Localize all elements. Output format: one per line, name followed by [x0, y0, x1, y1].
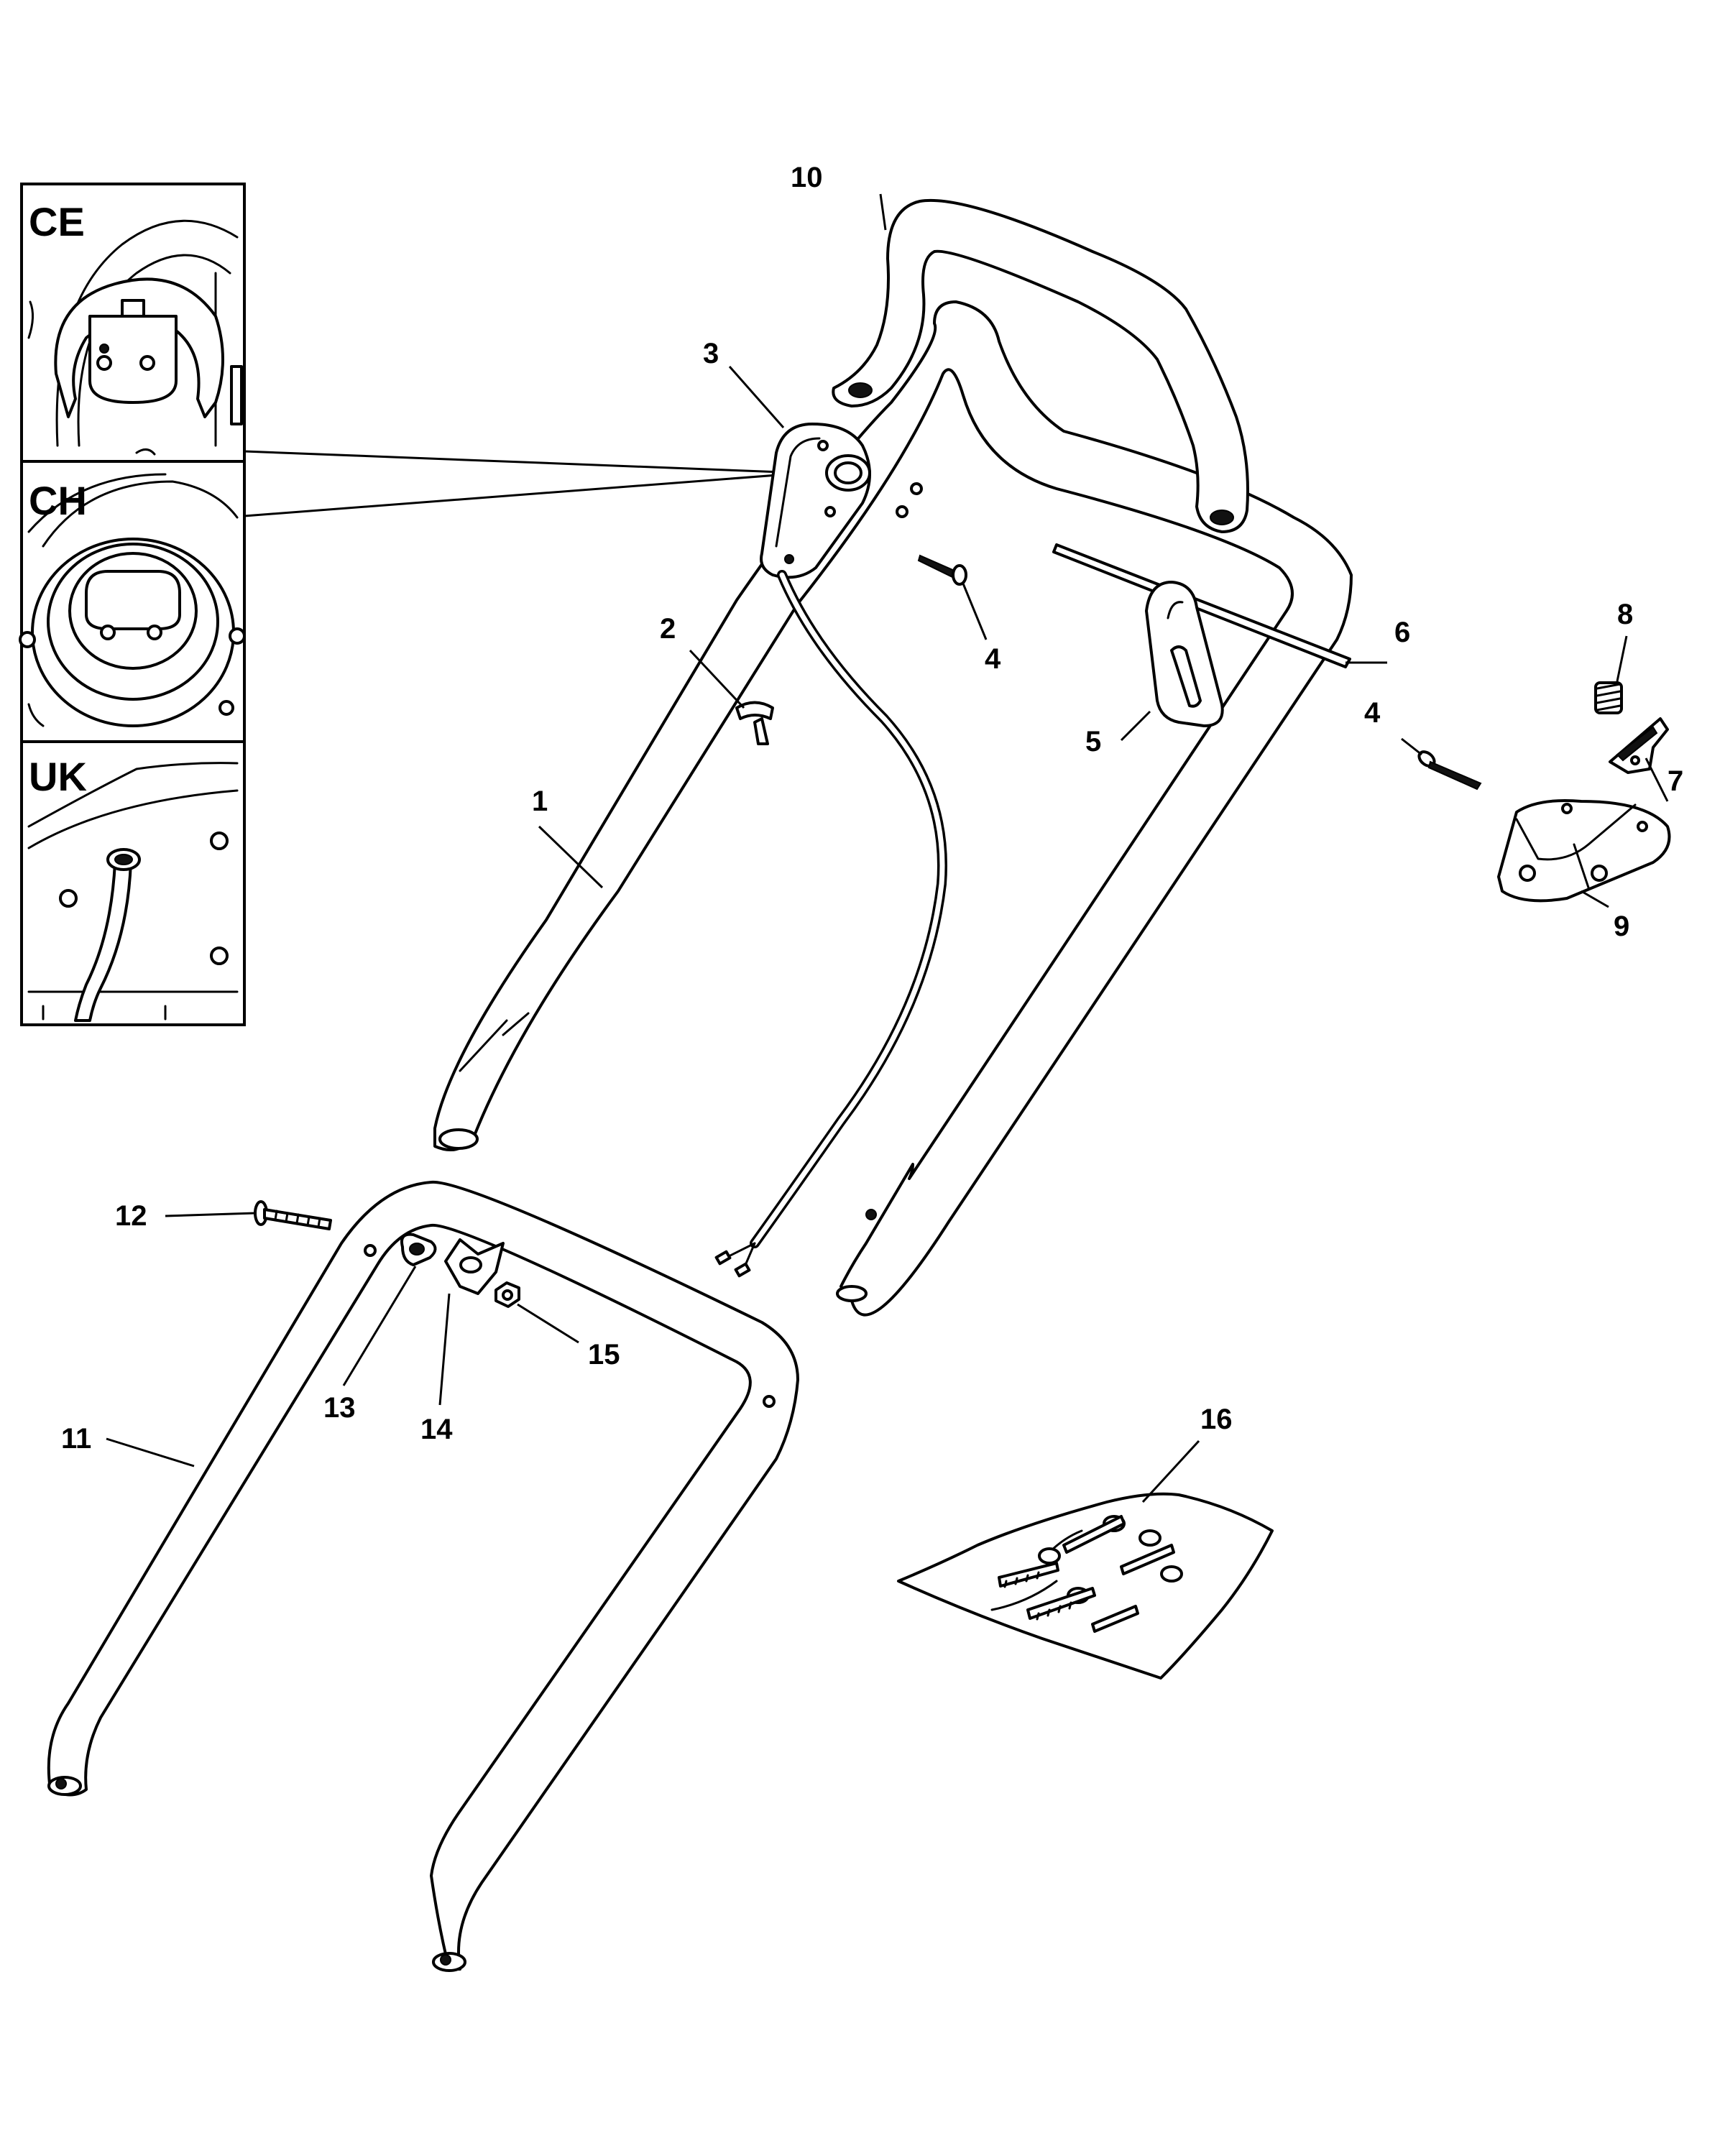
- cable-guide-part-5: [1145, 581, 1224, 727]
- callout-11: 11: [61, 1423, 91, 1455]
- callout-14: 14: [420, 1414, 453, 1445]
- inset-leader-ce: [244, 450, 838, 476]
- lower-handle-part-11: [47, 1180, 799, 1972]
- callout-5: 5: [1085, 726, 1101, 757]
- cable-clip-part-2: [735, 701, 774, 745]
- screw-part-4-right: [1417, 750, 1482, 791]
- washer-part-13: [400, 1233, 437, 1266]
- clip-part-7: [1609, 717, 1669, 774]
- bolt-part-12: [254, 1200, 332, 1230]
- ch-socket-illustration: [19, 473, 246, 727]
- callout-6: 6: [1394, 617, 1410, 648]
- fastener-bag-part-16: [897, 1492, 1274, 1680]
- callout-4-upper: 4: [985, 643, 1001, 675]
- callout-7: 7: [1668, 765, 1683, 797]
- callout-12: 12: [115, 1200, 147, 1232]
- inset-label-ce: CE: [29, 199, 85, 244]
- cable-terminals: [714, 1242, 756, 1278]
- callout-1: 1: [532, 786, 548, 817]
- callout-2: 2: [660, 613, 676, 645]
- callout-8: 8: [1617, 599, 1633, 630]
- spring-part-8: [1594, 681, 1623, 714]
- callout-4-right: 4: [1364, 697, 1381, 729]
- callout-3: 3: [703, 338, 719, 369]
- nut-part-15: [494, 1281, 520, 1308]
- uk-cable-entry-illustration: [27, 762, 239, 1022]
- callout-15: 15: [588, 1339, 620, 1370]
- callout-9: 9: [1614, 911, 1629, 942]
- callout-10: 10: [791, 162, 823, 193]
- callout-leaders: [106, 193, 1669, 1503]
- screw-part-4-upper: [917, 554, 967, 586]
- inset-leader-ch: [244, 469, 834, 517]
- callout-13: 13: [323, 1392, 356, 1424]
- inset-label-uk: UK: [29, 754, 87, 799]
- callout-16: 16: [1200, 1404, 1233, 1435]
- knob-part-14: [444, 1238, 505, 1295]
- inset-label-ch: CH: [29, 478, 87, 523]
- bracket-part-9: [1497, 799, 1671, 903]
- upper-handle-part-1: [433, 300, 1353, 1317]
- rod-part-6: [1052, 543, 1351, 668]
- socket-housing-part-3: [760, 423, 871, 579]
- power-cable: [750, 570, 947, 1248]
- top-loop-bar-part-10: [832, 198, 1249, 533]
- ce-socket-illustration: [27, 219, 243, 456]
